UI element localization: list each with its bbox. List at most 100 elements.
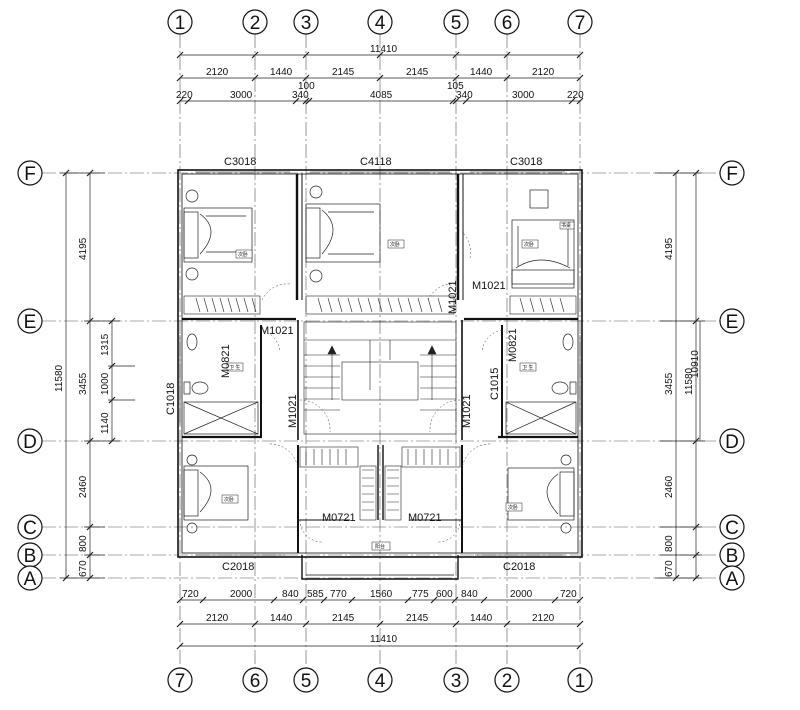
axis-label: B bbox=[726, 546, 739, 567]
axis-label: 4 bbox=[375, 671, 386, 692]
window-label: C3018 bbox=[224, 156, 256, 168]
axis-label: E bbox=[24, 312, 37, 333]
dimension-lines bbox=[60, 51, 705, 650]
bathroom-fixtures bbox=[183, 333, 577, 435]
dim-text: 4085 bbox=[370, 90, 393, 101]
door-label: M0721 bbox=[408, 512, 442, 524]
axis-label: D bbox=[725, 432, 739, 453]
axis-label: 1 bbox=[175, 13, 186, 34]
room-label: 次卧 bbox=[508, 504, 518, 511]
door-label: M1021 bbox=[447, 280, 459, 314]
wardrobes bbox=[183, 295, 577, 521]
axis-label: 2 bbox=[250, 13, 261, 34]
dimension-texts: 11410 2120 1440 2145 2145 1440 2120 220 … bbox=[54, 44, 701, 645]
door-label: M1021 bbox=[472, 280, 506, 292]
dim-text: 1440 bbox=[470, 613, 493, 624]
dim-text: 770 bbox=[330, 589, 347, 600]
dim-text: 3455 bbox=[664, 372, 675, 395]
dim-text: 2000 bbox=[230, 589, 253, 600]
dim-text: 220 bbox=[176, 90, 193, 101]
dim-text: 1440 bbox=[470, 67, 493, 78]
dim-text: 800 bbox=[664, 535, 675, 552]
dim-text: 775 bbox=[412, 589, 429, 600]
window-label: C1018 bbox=[165, 383, 177, 415]
door-label: M0721 bbox=[322, 512, 356, 524]
dim-text: 11580 bbox=[684, 367, 695, 395]
dim-text: 2145 bbox=[332, 613, 355, 624]
doors bbox=[259, 231, 503, 543]
dim-text: 585 bbox=[307, 589, 324, 600]
dim-text: 2145 bbox=[406, 67, 429, 78]
axis-label: C bbox=[725, 518, 739, 539]
opening-labels: C3018 C4118 C3018 C1018 C1015 C2018 C201… bbox=[165, 156, 542, 573]
dim-text: 670 bbox=[664, 560, 675, 577]
axis-bubbles bbox=[17, 9, 745, 693]
axis-lines bbox=[42, 34, 720, 668]
dim-text: 4195 bbox=[664, 237, 675, 260]
window-label: C3018 bbox=[510, 156, 542, 168]
staircase bbox=[303, 321, 457, 435]
axis-label: 7 bbox=[575, 13, 586, 34]
room-tags bbox=[221, 221, 575, 551]
axis-label: 3 bbox=[301, 13, 312, 34]
axis-label: 7 bbox=[175, 671, 186, 692]
axis-label: 6 bbox=[502, 13, 513, 34]
dim-text: 2460 bbox=[664, 475, 675, 498]
window-label: C1015 bbox=[489, 368, 501, 400]
window-label: C4118 bbox=[360, 156, 392, 168]
dim-text: 105 bbox=[447, 81, 464, 92]
dim-text: 3000 bbox=[512, 90, 535, 101]
axis-label: D bbox=[23, 432, 37, 453]
axis-bubble-labels: 1 2 3 4 5 6 7 7 6 5 4 3 2 1 F E D C B A … bbox=[23, 13, 739, 692]
axis-label: C bbox=[23, 518, 37, 539]
axis-label: A bbox=[726, 569, 739, 590]
room-label: 卫 生 bbox=[229, 364, 240, 371]
dim-text: 840 bbox=[461, 589, 478, 600]
dim-text: 840 bbox=[282, 589, 299, 600]
axis-label: A bbox=[24, 569, 37, 590]
window-label: C2018 bbox=[503, 561, 535, 573]
dim-total-top: 11410 bbox=[370, 44, 398, 55]
door-label: M1021 bbox=[461, 394, 473, 428]
dim-text: 3455 bbox=[78, 372, 89, 395]
dim-text: 3000 bbox=[230, 90, 253, 101]
room-labels: 次卧 次卧 次卧 卫 生 卫 生 次卧 次卧 阳台 书桌 bbox=[224, 222, 571, 550]
dim-text: 1440 bbox=[270, 67, 293, 78]
axis-label: 5 bbox=[301, 671, 312, 692]
dim-text: 720 bbox=[560, 589, 577, 600]
dim-text: 1315 bbox=[100, 333, 111, 356]
beds bbox=[183, 185, 575, 534]
room-label: 次卧 bbox=[390, 241, 400, 248]
dim-text: 2120 bbox=[206, 613, 229, 624]
axis-label: 5 bbox=[451, 13, 462, 34]
room-label: 次卧 bbox=[524, 241, 534, 248]
room-label: 卫 生 bbox=[522, 364, 533, 371]
dim-text: 800 bbox=[78, 535, 89, 552]
dim-text: 2460 bbox=[78, 475, 89, 498]
dim-text: 1140 bbox=[100, 412, 111, 434]
dim-text: 2120 bbox=[532, 613, 555, 624]
dim-text: 1440 bbox=[270, 613, 293, 624]
dim-text: 1000 bbox=[100, 372, 111, 395]
dim-text: 2145 bbox=[332, 67, 355, 78]
dim-text: 720 bbox=[182, 589, 199, 600]
window-label: C2018 bbox=[222, 561, 254, 573]
dim-text: 220 bbox=[567, 90, 584, 101]
walls bbox=[177, 169, 583, 580]
room-label: 次卧 bbox=[224, 496, 234, 503]
dim-text: 2000 bbox=[510, 589, 533, 600]
axis-label: 2 bbox=[502, 671, 513, 692]
axis-label: F bbox=[24, 164, 36, 185]
door-label: M1021 bbox=[287, 394, 299, 428]
axis-label: 3 bbox=[451, 671, 462, 692]
axis-label: 6 bbox=[250, 671, 261, 692]
dim-text: 10910 bbox=[690, 350, 701, 378]
door-label: M0821 bbox=[220, 344, 232, 378]
axis-label: E bbox=[726, 312, 739, 333]
axis-label: 4 bbox=[375, 13, 386, 34]
dim-text: 340 bbox=[292, 90, 309, 101]
dim-text: 2120 bbox=[532, 67, 555, 78]
dim-text: 1560 bbox=[370, 589, 393, 600]
dim-total-bottom: 11410 bbox=[370, 634, 398, 645]
dim-text: 100 bbox=[298, 81, 315, 92]
